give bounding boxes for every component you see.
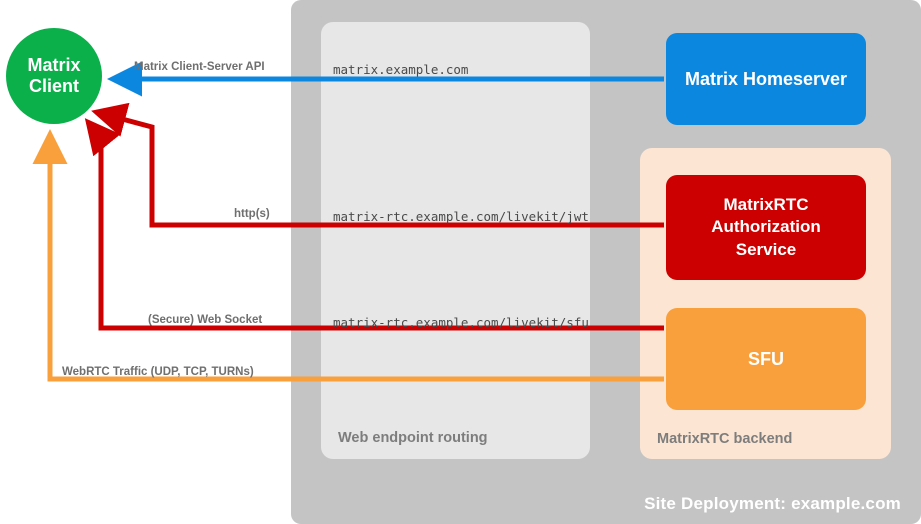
node-matrixrtc-authorization-service[interactable]: MatrixRTC Authorization Service (666, 175, 866, 280)
web-endpoint-routing-container: Web endpoint routing (321, 22, 590, 459)
node-matrix-client-label-line1: Matrix (27, 54, 81, 75)
node-matrix-homeserver[interactable]: Matrix Homeserver (666, 33, 866, 125)
node-auth-service-label-line3: Service (735, 239, 797, 259)
site-deployment-label: Site Deployment: example.com (644, 494, 901, 513)
matrixrtc-backend-label: MatrixRTC backend (657, 431, 793, 447)
node-matrix-client-label-line2: Client (28, 76, 79, 96)
node-auth-service-label-line2: Authorization (711, 217, 821, 237)
edge-label-webrtc-traffic: WebRTC Traffic (UDP, TCP, TURNs) (62, 366, 254, 378)
node-auth-service-label-line1: MatrixRTC (723, 195, 809, 215)
edge-label-web-socket: (Secure) Web Socket (148, 314, 263, 326)
edge-label-matrix-client-server-api: Matrix Client-Server API (134, 61, 265, 73)
endpoint-label-matrix-example-com: matrix.example.com (333, 62, 469, 77)
node-sfu[interactable]: SFU (666, 308, 866, 410)
endpoint-label-livekit-sfu: matrix-rtc.example.com/livekit/sfu (333, 315, 589, 330)
node-matrix-homeserver-label: Matrix Homeserver (684, 68, 848, 89)
node-sfu-label: SFU (748, 348, 784, 369)
web-endpoint-routing-label: Web endpoint routing (338, 430, 488, 446)
node-matrix-client[interactable]: Matrix Client (6, 28, 102, 124)
edge-label-https: http(s) (234, 208, 270, 220)
endpoint-label-livekit-jwt: matrix-rtc.example.com/livekit/jwt (333, 209, 589, 224)
